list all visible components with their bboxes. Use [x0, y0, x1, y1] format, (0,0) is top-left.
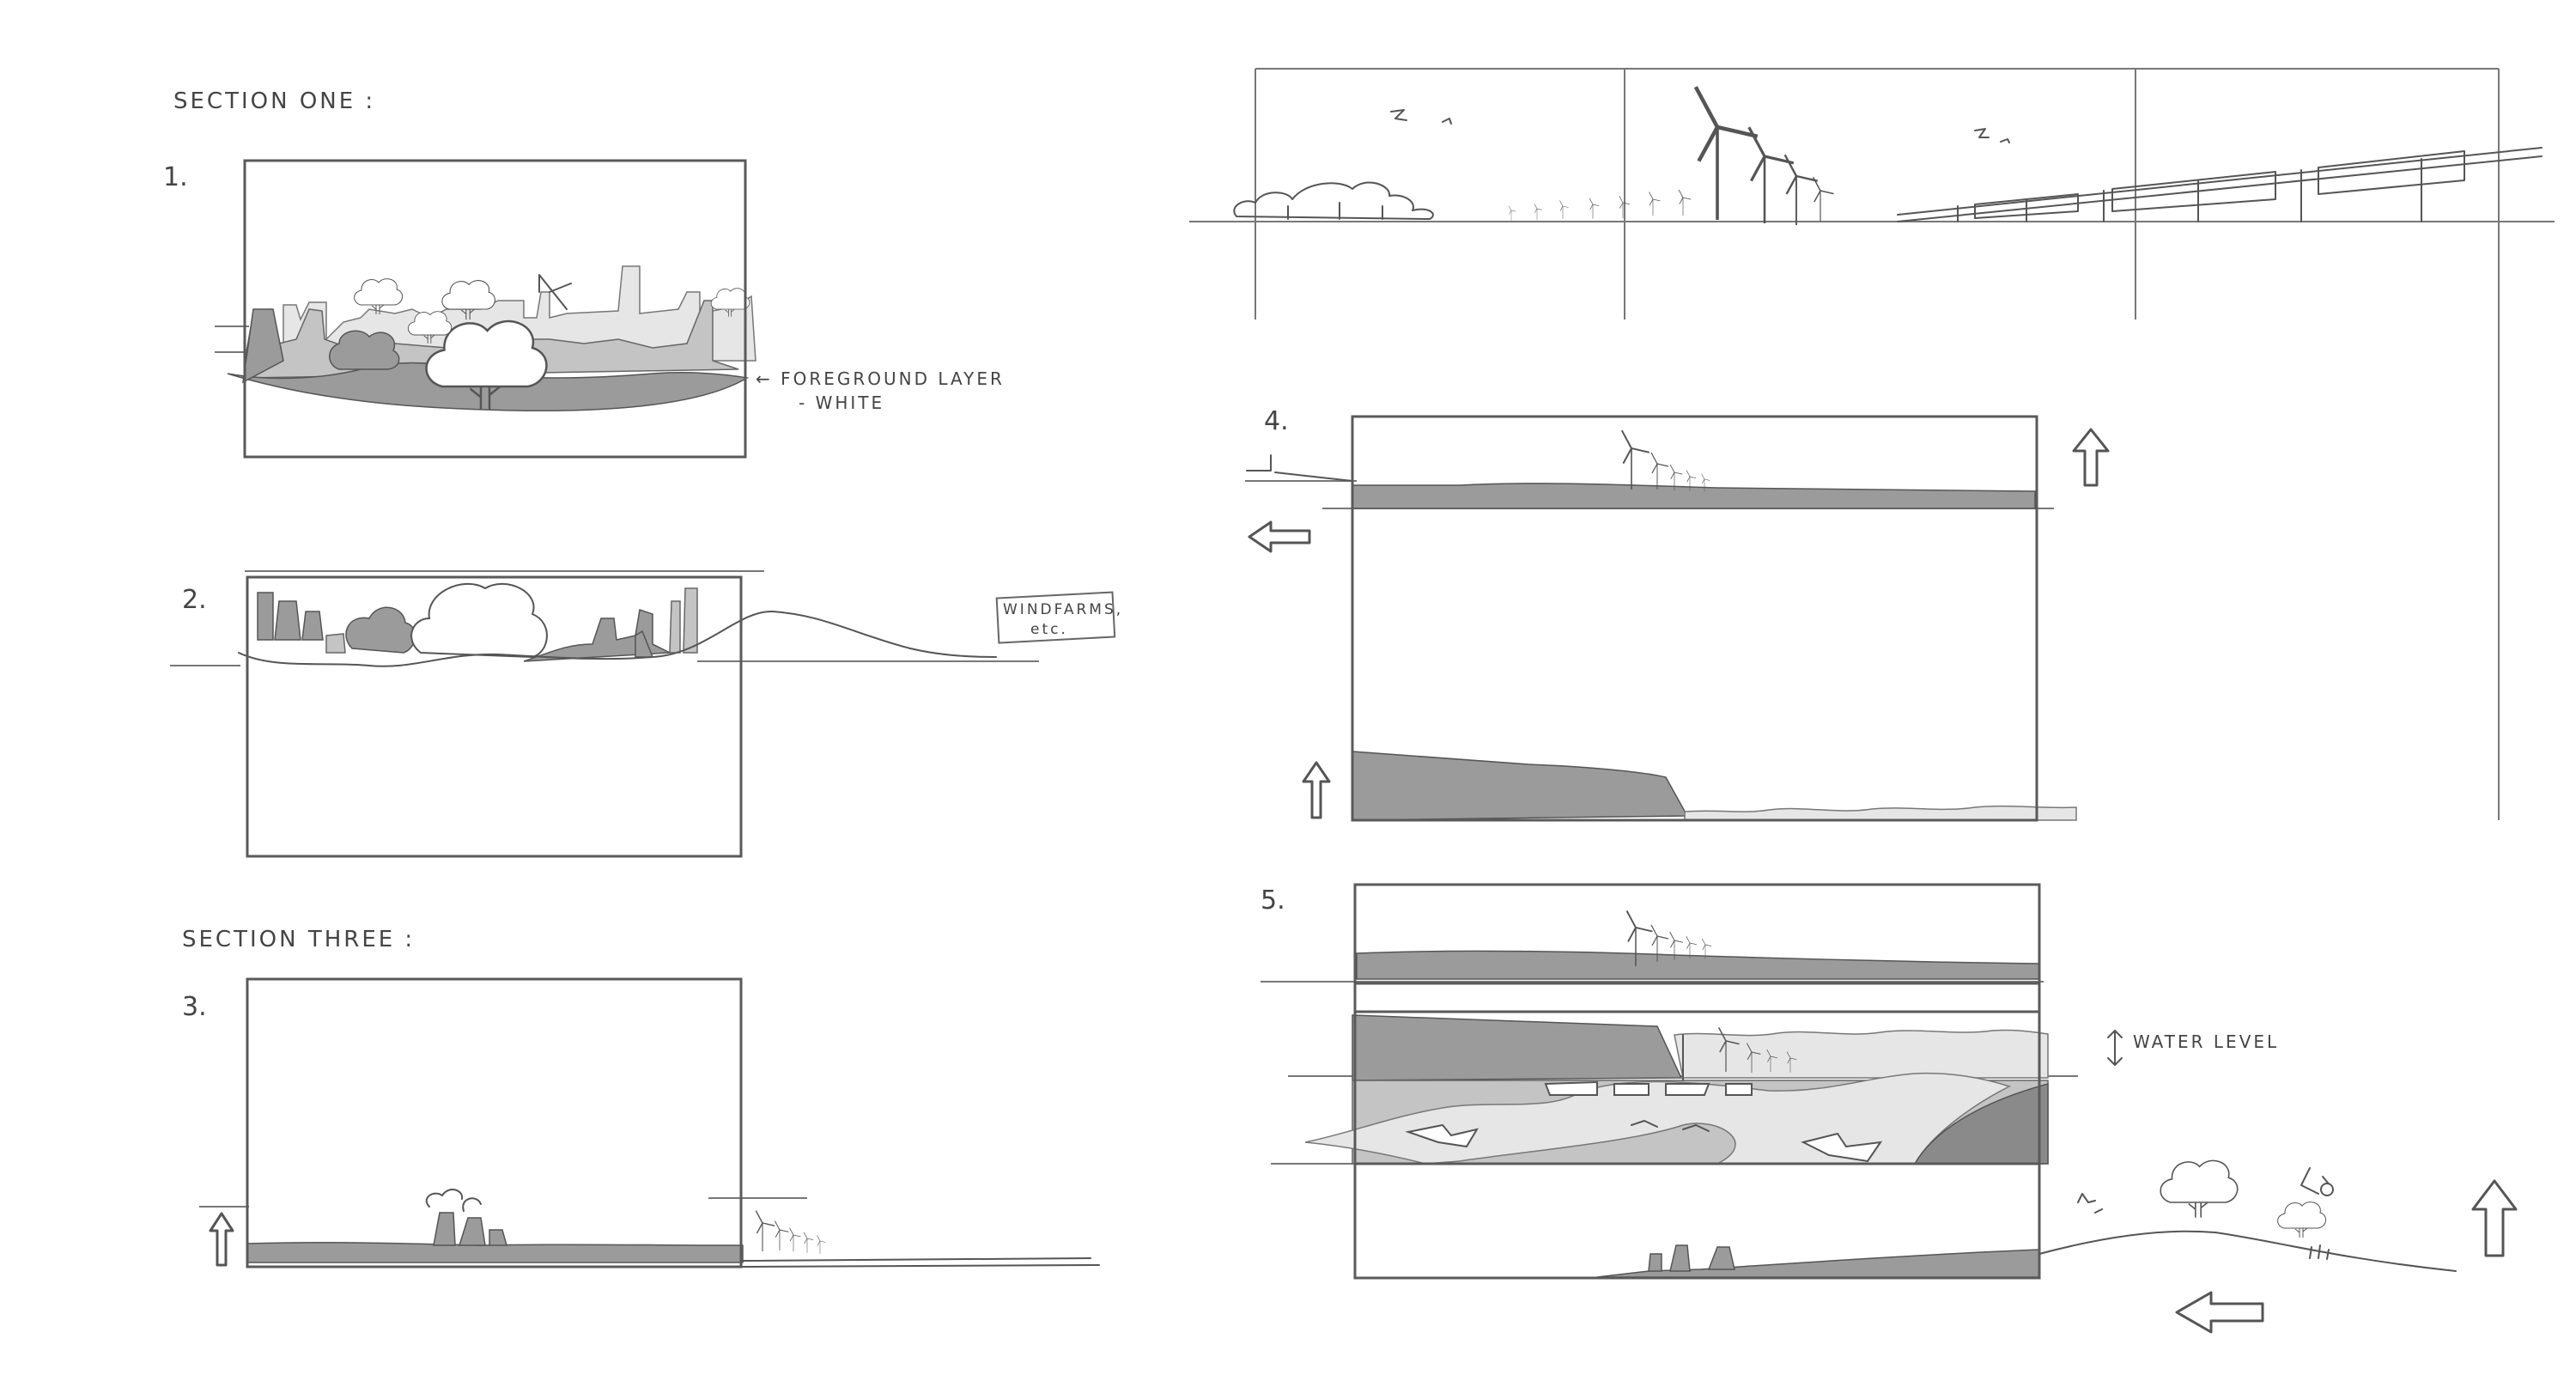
- arrow-up-icon: [2072, 428, 2110, 487]
- panel-4: [1245, 415, 2077, 822]
- windfarms-note-box: [995, 591, 1116, 644]
- windfarms-note-2: etc.: [1030, 621, 1068, 638]
- foreground-layer-note: ← FOREGROUND LAYER: [756, 368, 1005, 389]
- section-three-heading: SECTION THREE :: [182, 927, 415, 952]
- arrow-left-icon: [2175, 1291, 2264, 1334]
- foreground-layer-note-2: - WHITE: [799, 392, 884, 413]
- panel-1: [215, 159, 756, 459]
- panel-1-number: 1.: [163, 162, 188, 192]
- arrow-up-icon: [2471, 1179, 2518, 1257]
- landscape-strip: [1189, 68, 2555, 820]
- panel-2-number: 2.: [182, 585, 207, 615]
- water-level-arrow-icon: [2107, 1030, 2123, 1066]
- water-level-label: WATER LEVEL: [2133, 1031, 2279, 1052]
- panel-5-number: 5.: [1261, 885, 1285, 916]
- panel-3-number: 3.: [182, 992, 207, 1022]
- panel-2: [170, 570, 1039, 858]
- arrow-left-icon: [1248, 520, 1311, 553]
- bee-icon: [2320, 1183, 2334, 1196]
- arrow-up-icon: [1302, 761, 1331, 819]
- panel-5: [1261, 883, 2457, 1280]
- arrow-up-icon: [209, 1212, 234, 1267]
- panel-4-number: 4.: [1264, 406, 1289, 436]
- section-one-heading: SECTION ONE :: [173, 88, 375, 114]
- panel-3: [199, 977, 1100, 1269]
- windfarms-note: WINDFARMS,: [1003, 601, 1123, 618]
